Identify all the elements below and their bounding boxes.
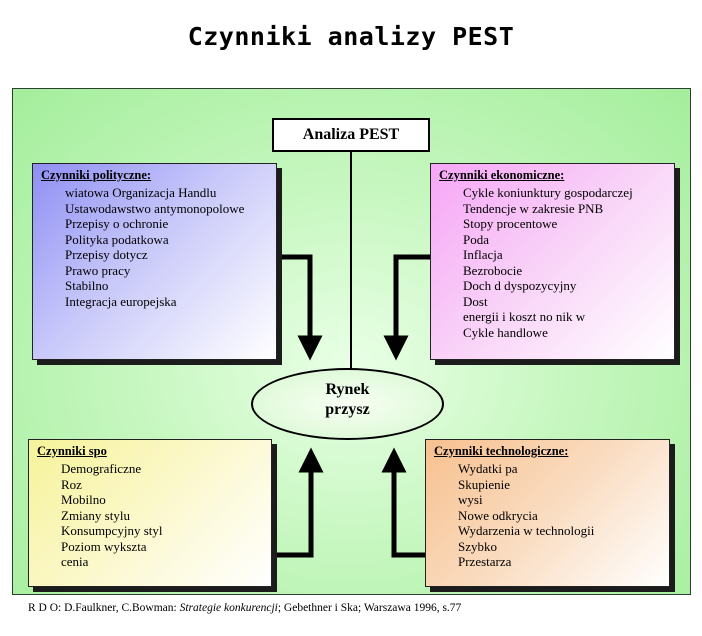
political-factors-title: Czynniki polityczne: xyxy=(41,168,152,182)
social-factors-list: Demograficzne Roz Mobilno Zmiany stylu K… xyxy=(37,461,263,570)
list-item: Poda xyxy=(463,231,489,247)
economic-factors-list: Cykle koniunktury gospodarczej Tendencje… xyxy=(439,185,666,340)
source-note: R D O: D.Faulkner, C.Bowman: Strategie k… xyxy=(28,602,461,614)
social-factors-title: Czynniki spo xyxy=(37,444,107,458)
source-suffix: ; Gebethner i Ska; Warszawa 1996, s.77 xyxy=(277,602,462,614)
list-item: Cykle handlowe xyxy=(463,324,548,340)
list-item: Stopy procentowe xyxy=(463,216,558,231)
political-connector-arrow xyxy=(277,254,323,361)
list-item: Poziom wykszta xyxy=(61,538,147,554)
page-title: Czynniki analizy PEST xyxy=(187,22,515,51)
market-ellipse: Rynek przysz xyxy=(251,368,444,440)
list-item: Doch d dyspozycyjny xyxy=(463,278,577,293)
political-factors-box: Czynniki polityczne: wiatowa Organizacja… xyxy=(32,163,277,360)
list-item: Wydatki pa xyxy=(458,461,518,476)
list-item: Cykle koniunktury gospodarczej xyxy=(463,185,633,200)
list-item: Przepisy o ochronie xyxy=(65,216,169,231)
list-item: Roz xyxy=(61,476,82,492)
technological-connector-arrow xyxy=(381,447,425,558)
list-item: Przepisy dotycz xyxy=(65,247,148,262)
list-item: Dost xyxy=(463,293,488,309)
list-item: cenia xyxy=(61,554,89,569)
social-connector-arrow xyxy=(272,447,324,558)
social-factors-box: Czynniki spo Demograficzne Roz Mobilno Z… xyxy=(28,439,272,587)
list-item: Tendencje w zakresie PNB xyxy=(463,200,604,216)
economic-factors-box: Czynniki ekonomiczne: Cykle koniunktury … xyxy=(430,163,675,360)
list-item: Polityka podatkowa xyxy=(65,231,169,247)
technological-factors-title: Czynniki technologiczne: xyxy=(434,444,569,458)
market-label-line1: Rynek xyxy=(325,381,370,398)
list-item: Przestarza xyxy=(458,554,512,569)
list-item: Szybko xyxy=(458,538,497,554)
list-item: Zmiany stylu xyxy=(61,507,130,523)
market-label: Rynek przysz xyxy=(253,380,442,420)
list-item: Prawo pracy xyxy=(65,262,131,278)
political-factors-list: wiatowa Organizacja Handlu Ustawodawstwo… xyxy=(41,185,268,309)
list-item: Konsumpcyjny styl xyxy=(61,523,163,538)
list-item: wiatowa Organizacja Handlu xyxy=(65,185,217,200)
economic-connector-arrow xyxy=(383,254,430,361)
list-item: Demograficzne xyxy=(61,461,142,476)
list-item: energii i koszt no nik w xyxy=(463,309,586,324)
list-item: Nowe odkrycia xyxy=(458,507,538,523)
source-prefix: R D O: D.Faulkner, C.Bowman: xyxy=(28,602,180,614)
analiza-pest-box: Analiza PEST xyxy=(272,118,430,152)
list-item: Wydarzenia w technologii xyxy=(458,523,595,538)
economic-factors-title: Czynniki ekonomiczne: xyxy=(439,168,565,182)
list-item: Stabilno xyxy=(65,278,109,293)
list-item: Integracja europejska xyxy=(65,293,177,309)
list-item: wysi xyxy=(458,492,483,507)
list-item: Inflacja xyxy=(463,247,503,262)
technological-factors-box: Czynniki technologiczne: Wydatki pa Skup… xyxy=(425,439,670,587)
source-book-title: Strategie konkurencji xyxy=(179,602,278,614)
list-item: Bezrobocie xyxy=(463,262,523,278)
list-item: Skupienie xyxy=(458,476,510,492)
list-item: Ustawodawstwo antymonopolowe xyxy=(65,200,245,216)
market-label-line2: przysz xyxy=(325,401,370,418)
list-item: Mobilno xyxy=(61,492,106,507)
technological-factors-list: Wydatki pa Skupienie wysi Nowe odkrycia … xyxy=(434,461,661,570)
